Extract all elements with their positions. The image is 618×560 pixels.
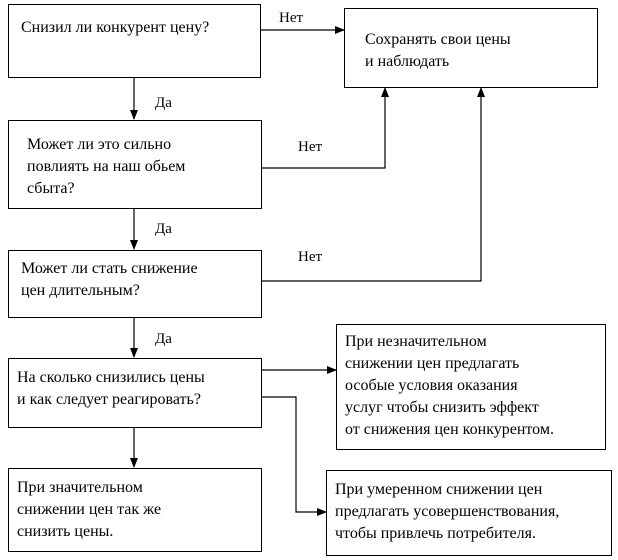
action-text: При значительном снижении цен так же сни…: [17, 479, 162, 540]
action-text: При незначительном снижении цен предлага…: [345, 333, 554, 438]
edge-label-yes: Да: [155, 331, 172, 347]
action-box-minor-cut: При незначительном снижении цен предлага…: [336, 324, 606, 450]
edge-q2-no: [262, 87, 389, 169]
action-text: Сохранять свои цены и наблюдать: [365, 31, 511, 70]
edge-q3-no: [262, 87, 485, 282]
action-text: При умеренном снижении цен предлагать ус…: [335, 481, 560, 542]
question-box-long-term: Может ли стать снижение цен длительным?: [8, 250, 262, 318]
edge-label-yes: Да: [155, 95, 172, 111]
question-box-competitor-cut: Снизил ли конкурент цену?: [8, 4, 261, 78]
edge-label-no: Нет: [298, 249, 323, 265]
question-box-how-to-react: На сколько снизились цены и как следует …: [8, 358, 262, 428]
edge-label-no: Нет: [298, 139, 323, 155]
question-box-sales-impact: Может ли это сильно повлиять на наш обье…: [8, 120, 262, 209]
question-text: Снизил ли конкурент цену?: [21, 19, 210, 36]
question-text: Может ли это сильно повлиять на наш обье…: [27, 136, 186, 197]
edge-q4-moderate: [262, 396, 327, 516]
question-text: На сколько снизились цены и как следует …: [17, 369, 205, 408]
action-box-keep-prices: Сохранять свои цены и наблюдать: [344, 8, 598, 88]
action-box-major-cut: При значительном снижении цен так же сни…: [8, 468, 262, 552]
question-text: Может ли стать снижение цен длительным?: [21, 260, 198, 299]
edge-label-yes: Да: [155, 221, 172, 237]
edge-label-no: Нет: [279, 10, 304, 26]
action-box-moderate-cut: При умеренном снижении цен предлагать ус…: [326, 470, 612, 556]
